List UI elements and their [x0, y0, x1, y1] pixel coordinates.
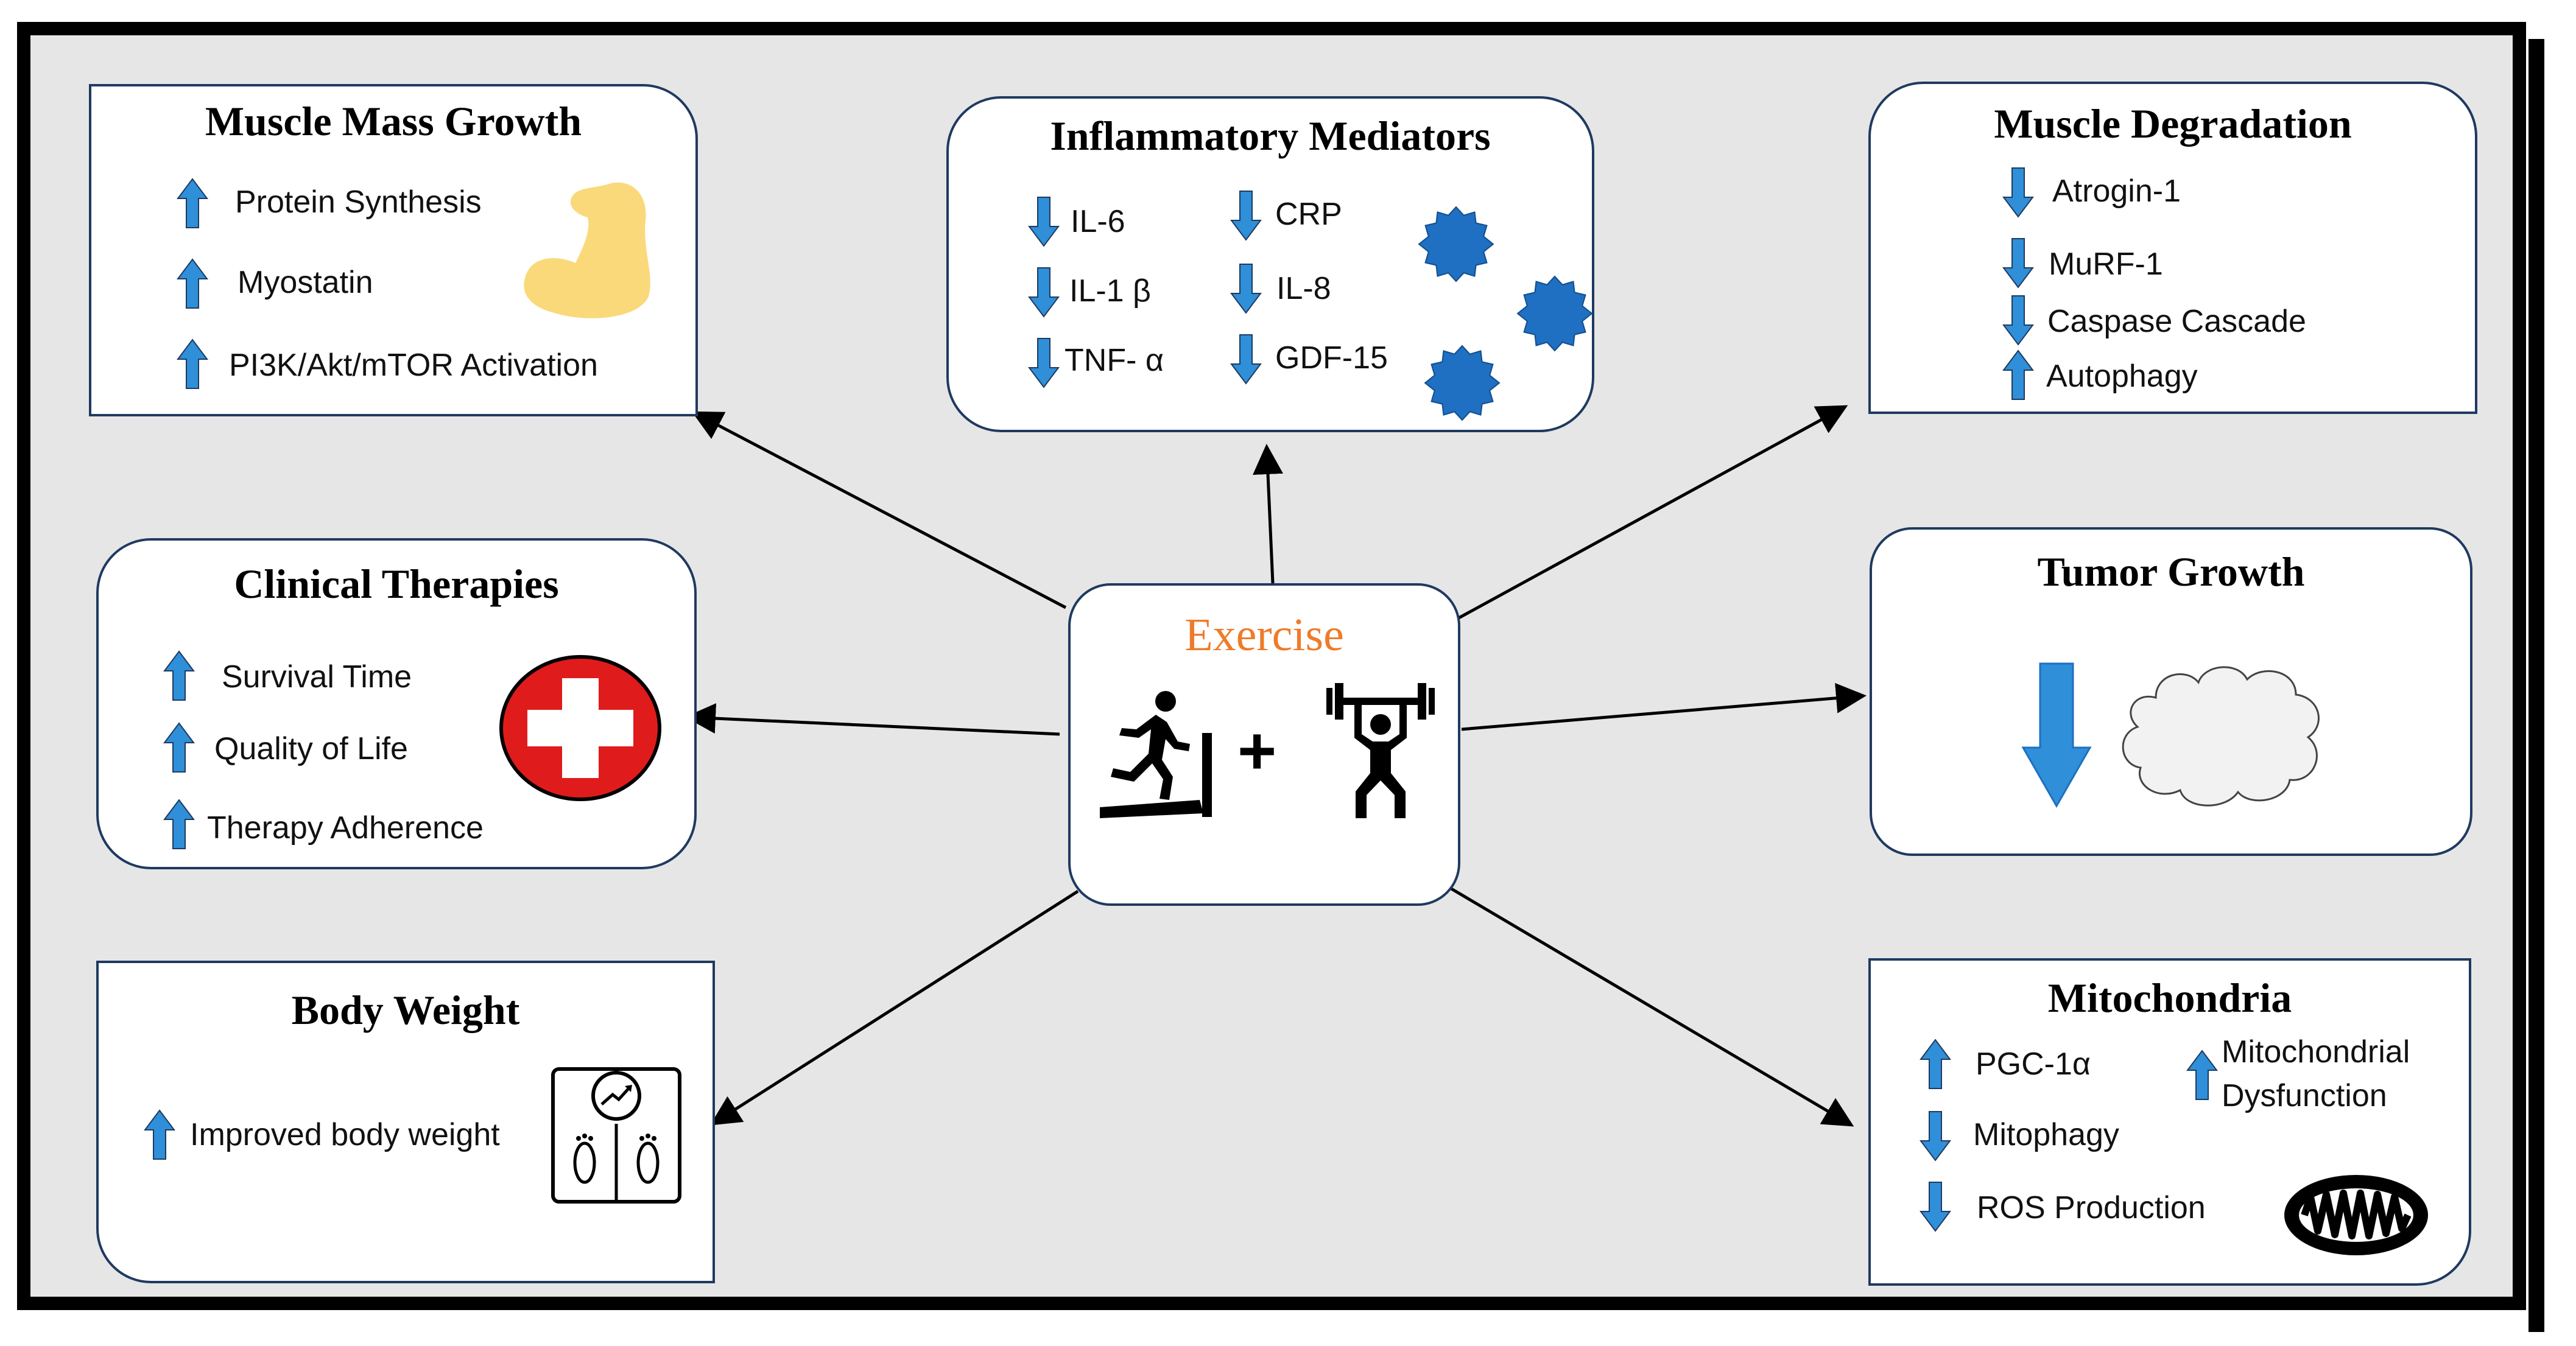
down-arrow-icon: [1920, 1182, 1951, 1232]
up-arrow-icon: [177, 338, 208, 389]
item-label: Therapy Adherence: [207, 810, 484, 846]
clinical-therapies-box: Clinical Therapies Survival Time Quality…: [96, 538, 697, 869]
box-title: Mitochondria: [2047, 975, 2292, 1021]
down-arrow-icon: [2002, 167, 2034, 218]
exercise-center-box: Exercise +: [1068, 583, 1460, 906]
up-arrow-icon: [144, 1109, 175, 1160]
inflammatory-mediators-box: Inflammatory Mediators IL-6 IL-1 β TNF- …: [946, 96, 1594, 432]
muscle-degradation-box: Muscle Degradation Atrogin-1 MuRF-1 Casp…: [1868, 82, 2477, 414]
up-arrow-icon: [2002, 349, 2034, 400]
item-label: TNF- α: [1065, 343, 1164, 378]
down-arrow-icon: [2002, 238, 2034, 289]
arrow-to-mitochondria: [1448, 886, 1854, 1127]
arrow-to-muscle-degradation: [1454, 405, 1848, 622]
connector-layer: [685, 405, 1867, 1127]
plus-sign: +: [1237, 713, 1277, 788]
flexed-bicep-icon: [524, 182, 650, 318]
item-label: Atrogin-1: [2052, 174, 2181, 209]
item-label: CRP: [1275, 197, 1342, 232]
item-label: Protein Synthesis: [235, 184, 482, 220]
body-weight-box: Body Weight Improved body weight: [96, 961, 715, 1283]
item-label: Dysfunction: [2222, 1078, 2387, 1113]
up-arrow-icon: [2186, 1050, 2218, 1100]
tumor-cloud-icon: [2122, 666, 2320, 807]
up-arrow-icon: [1920, 1039, 1951, 1089]
down-arrow-icon: [1230, 334, 1262, 385]
box-title: Inflammatory Mediators: [1050, 113, 1491, 159]
cytokine-icon: [1516, 275, 1593, 352]
item-label: Caspase Cascade: [2047, 304, 2306, 339]
box-title: Muscle Degradation: [1994, 100, 2352, 147]
down-arrow-icon: [1028, 338, 1060, 388]
item-label: MuRF-1: [2049, 247, 2163, 282]
arrow-to-tumor: [1461, 682, 1867, 731]
down-arrow-icon: [1028, 267, 1060, 318]
medical-cross-icon: [499, 655, 661, 801]
up-arrow-icon: [163, 799, 195, 849]
item-label: Improved body weight: [190, 1117, 500, 1152]
up-arrow-icon: [177, 258, 208, 309]
item-label: Autophagy: [2046, 359, 2198, 394]
box-title: Tumor Growth: [2037, 549, 2305, 595]
arrow-to-inflammatory: [1253, 444, 1283, 584]
tumor-growth-box: Tumor Growth: [1870, 527, 2472, 856]
item-label: Survival Time: [222, 659, 412, 695]
down-arrow-icon: [1230, 264, 1262, 314]
weightlifter-icon: [1326, 683, 1435, 818]
item-label: PGC-1α: [1976, 1046, 2091, 1082]
item-label: IL-8: [1276, 271, 1331, 306]
mitochondrion-icon: [2284, 1175, 2428, 1255]
down-arrow-icon: [1230, 191, 1262, 241]
box-title: Body Weight: [291, 987, 520, 1033]
item-label: IL-6: [1071, 204, 1125, 239]
item-label: GDF-15: [1275, 340, 1388, 376]
item-label: Quality of Life: [214, 731, 408, 766]
down-arrow-icon: [2021, 662, 2092, 808]
item-label: Mitochondrial: [2222, 1034, 2410, 1070]
arrow-to-muscle-mass: [691, 411, 1067, 609]
item-label: Myostatin: [238, 265, 373, 300]
item-label: Mitophagy: [1973, 1117, 2119, 1152]
item-label: IL-1 β: [1069, 273, 1151, 309]
box-title: Muscle Mass Growth: [205, 98, 582, 144]
box-title: Clinical Therapies: [234, 561, 559, 607]
muscle-mass-growth-box: Muscle Mass Growth Protein Synthesis Myo…: [89, 84, 698, 416]
mitochondria-box: Mitochondria PGC-1α Mitophagy ROS Produc…: [1868, 958, 2471, 1286]
arrow-to-body-weight: [709, 889, 1079, 1126]
weight-scale-icon: [551, 1067, 681, 1204]
cytokine-icon: [1424, 345, 1501, 421]
diagram-frame: Muscle Mass Growth Protein Synthesis Myo…: [17, 22, 2544, 1332]
cytokine-icon: [1418, 206, 1494, 282]
up-arrow-icon: [163, 650, 195, 701]
item-label: ROS Production: [1977, 1190, 2206, 1225]
arrow-to-clinical: [685, 703, 1060, 736]
exercise-title: Exercise: [1184, 609, 1344, 661]
up-arrow-icon: [177, 178, 208, 228]
up-arrow-icon: [163, 722, 195, 773]
down-arrow-icon: [1920, 1111, 1951, 1162]
down-arrow-icon: [1028, 197, 1060, 247]
down-arrow-icon: [2002, 295, 2034, 346]
item-label: PI3K/Akt/mTOR Activation: [229, 348, 598, 383]
treadmill-runner-icon: [1100, 691, 1212, 818]
